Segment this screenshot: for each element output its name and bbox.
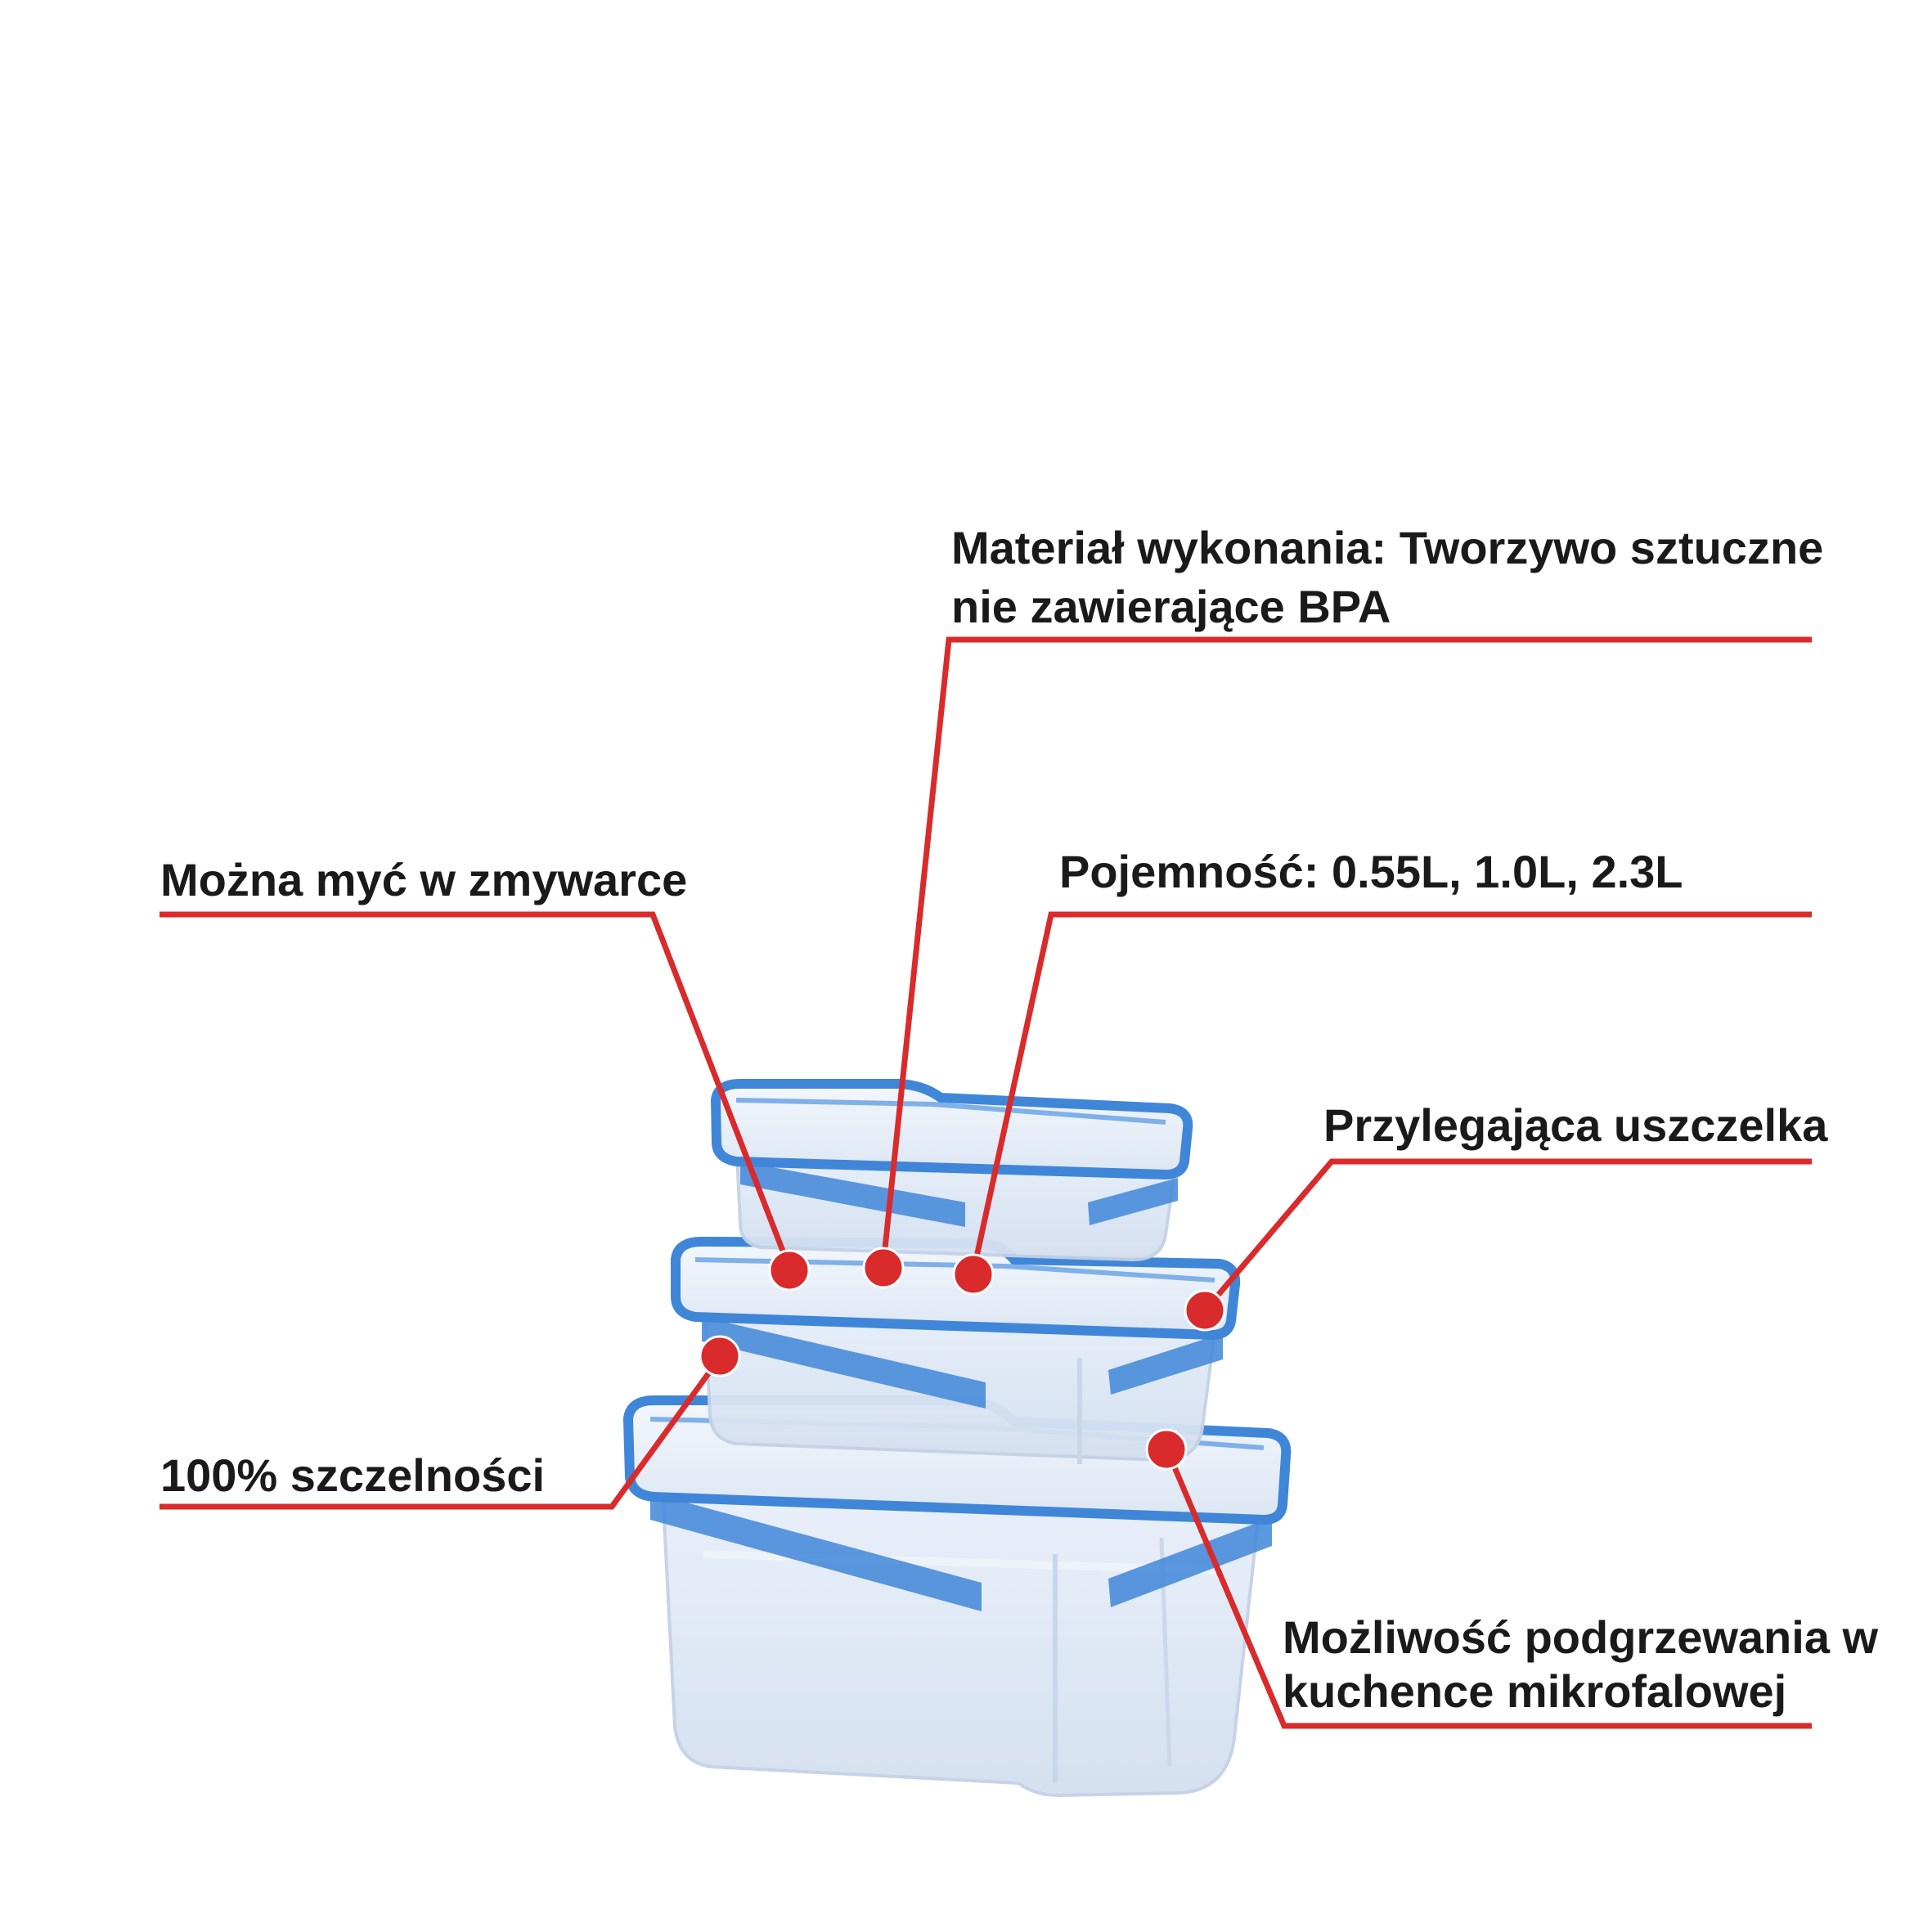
material-label-line1: Materiał wykonania: Tworzywo sztuczne (951, 522, 1824, 573)
callout-lines (160, 636, 1812, 1729)
microwave-marker-dot (1145, 1428, 1188, 1471)
capacity-leader-line (970, 911, 1812, 1273)
capacity-label: Pojemność: 0.55L, 1.0L, 2.3L (1059, 846, 1683, 897)
small-container (710, 1079, 1193, 1262)
tightness-label: 100% szczelności (160, 1449, 546, 1501)
microwave-label-line2: kuchence mikrofalowej (1283, 1665, 1787, 1717)
seal-label: Przylegająca uszczelka (1323, 1099, 1828, 1151)
food-container-set-icon (622, 1079, 1292, 1798)
material-label-line2: nie zawierające BPA (951, 581, 1391, 632)
seal-leader-line (1204, 1158, 1812, 1311)
microwave-label-line1: Możliwość podgrzewania w (1283, 1611, 1879, 1663)
medium-container (671, 1236, 1241, 1464)
material-marker-dot (862, 1247, 905, 1289)
microwave-leader-line (1165, 1450, 1812, 1729)
large-container (622, 1395, 1292, 1798)
dishwasher-leader-line (160, 911, 793, 1269)
callout-dots (699, 1247, 1226, 1471)
capacity-marker-dot (952, 1253, 995, 1296)
seal-marker-dot (1184, 1289, 1226, 1332)
dishwasher-marker-dot (768, 1249, 811, 1292)
dishwasher-label: Można myć w zmywarce (160, 854, 688, 905)
material-leader-line (880, 636, 1812, 1265)
tightness-leader-line (160, 1355, 722, 1510)
tightness-marker-dot (699, 1335, 741, 1377)
